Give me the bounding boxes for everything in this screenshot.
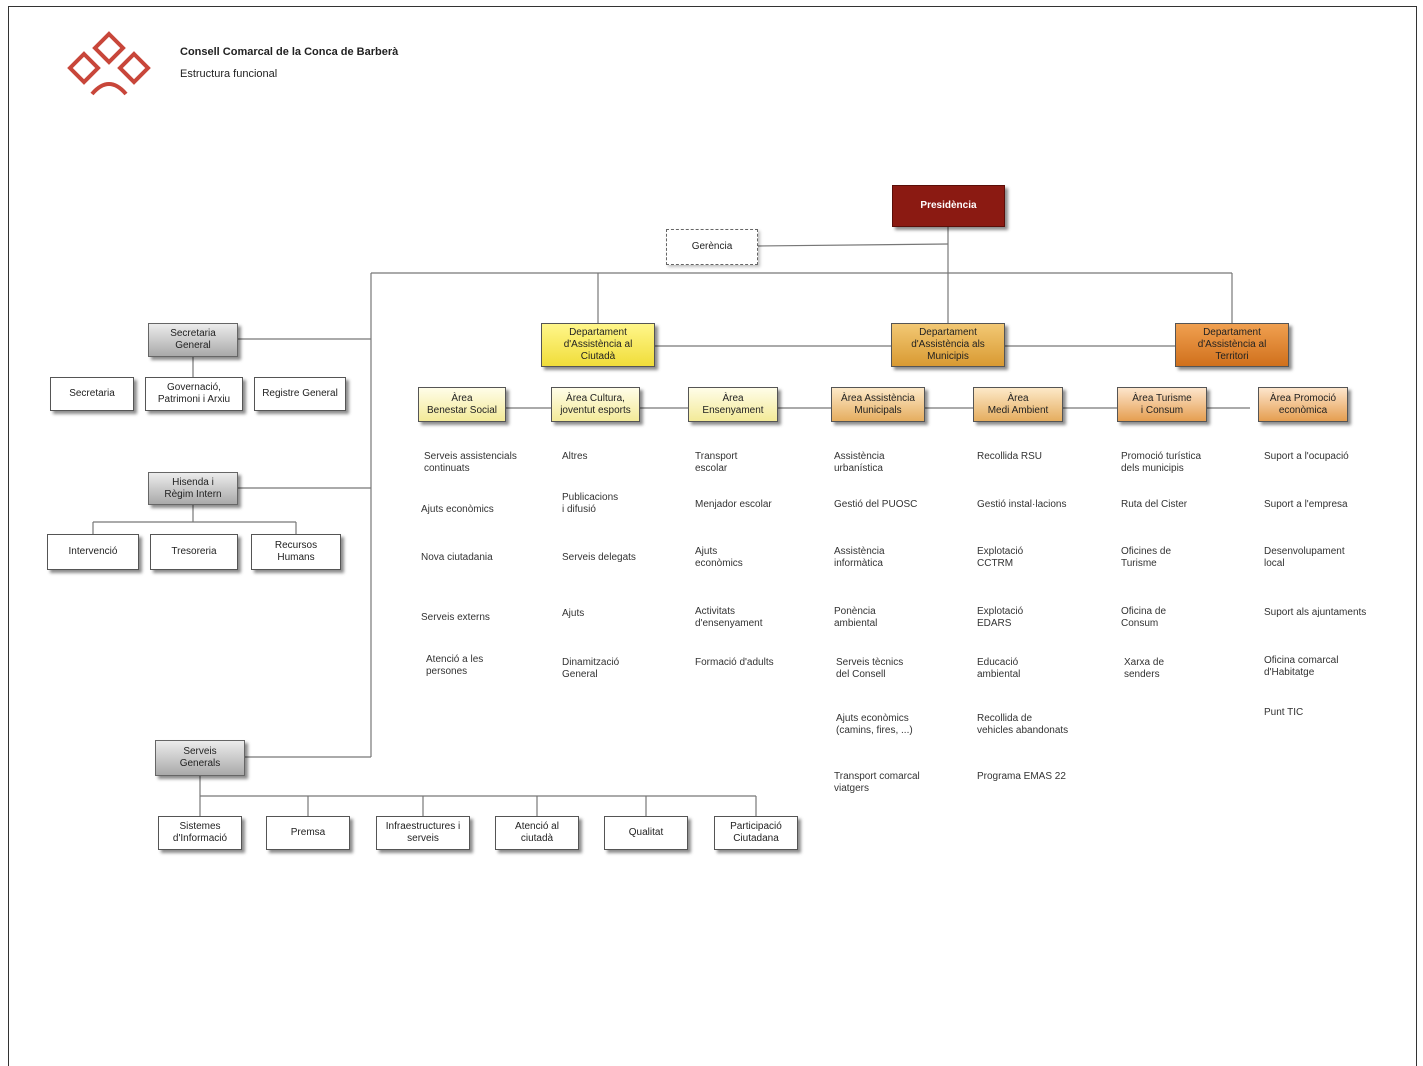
premsa-box: Premsa [266, 816, 350, 850]
secretaria-box: Secretaria [50, 377, 134, 411]
list-item: Educació ambiental [977, 657, 1021, 680]
governacio-box: Governació, Patrimoni i Arxiu [145, 377, 243, 411]
list-item: Programa EMAS 22 [977, 771, 1066, 782]
list-item: Desenvolupament local [1264, 546, 1345, 569]
gerencia-box: Gerència [666, 229, 758, 265]
list-item: Ajuts econòmics [695, 546, 743, 569]
area-medi-ambient-box: Àrea Medi Ambient [973, 387, 1063, 422]
list-item: Ajuts econòmics [421, 504, 494, 515]
area-cultura-box: Àrea Cultura, joventut esports [551, 387, 640, 422]
list-item: Atenció a les persones [426, 654, 484, 677]
intervencio-box: Intervenció [47, 534, 139, 570]
area-promocio-box: Àrea Promoció econòmica [1258, 387, 1348, 422]
list-item: Serveis delegats [562, 552, 636, 563]
dept-territori-box: Departament d'Assistència al Territori [1175, 323, 1289, 367]
list-item: Transport comarcal viatgers [834, 771, 920, 794]
list-item: Menjador escolar [695, 499, 772, 510]
page-frame [8, 6, 1417, 1066]
list-item: Punt TIC [1264, 707, 1304, 718]
list-item: Suport a l'ocupació [1264, 451, 1349, 462]
list-item: Serveis tècnics del Consell [836, 657, 904, 680]
list-item: Ajuts [562, 608, 585, 619]
list-item: Altres [562, 451, 588, 462]
area-turisme-box: Àrea Turisme i Consum [1117, 387, 1207, 422]
list-item: Suport als ajuntaments [1264, 607, 1367, 618]
list-item: Serveis externs [421, 612, 490, 623]
list-item: Activitats d'ensenyament [695, 606, 763, 629]
recursos-humans-box: Recursos Humans [251, 534, 341, 570]
list-item: Gestió instal·lacions [977, 499, 1067, 510]
registre-general-box: Registre General [254, 377, 346, 411]
presidencia-box: Presidència [892, 185, 1005, 227]
atencio-ciutada-box: Atenció al ciutadà [495, 816, 579, 850]
list-item: Xarxa de senders [1124, 657, 1165, 680]
list-item: Promoció turística dels municipis [1121, 451, 1202, 474]
list-item: Ponència ambiental [834, 606, 878, 629]
chart-subtitle: Estructura funcional [180, 68, 278, 80]
list-item: Serveis assistencials continuats [424, 451, 517, 474]
list-item: Recollida de vehicles abandonats [977, 713, 1069, 736]
list-item: Oficines de Turisme [1121, 546, 1172, 569]
tresoreria-box: Tresoreria [150, 534, 238, 570]
list-item: Dinamització General [562, 657, 620, 680]
list-item: Publicacions i difusió [562, 492, 619, 515]
list-item: Nova ciutadania [421, 552, 493, 563]
list-item: Explotació EDARS [977, 606, 1024, 629]
org-title: Consell Comarcal de la Conca de Barberà [180, 46, 399, 58]
participacio-box: Participació Ciutadana [714, 816, 798, 850]
list-item: Ruta del Cister [1121, 499, 1188, 510]
area-assistencia-box: Àrea Assistència Municipals [831, 387, 925, 422]
list-item: Suport a l'empresa [1264, 499, 1348, 510]
list-item: Ajuts econòmics (camins, fires, ...) [836, 713, 913, 736]
consell-logo [67, 31, 151, 96]
qualitat-box: Qualitat [604, 816, 688, 850]
list-item: Assistència informàtica [834, 546, 885, 569]
serveis-generals-box: Serveis Generals [155, 740, 245, 776]
list-item: Formació d'adults [695, 657, 774, 668]
infraestructures-box: Infraestructures i serveis [376, 816, 470, 850]
list-item: Oficina comarcal d'Habitatge [1264, 655, 1339, 678]
area-ensenyament-box: Àrea Ensenyament [688, 387, 778, 422]
list-item: Gestió del PUOSC [834, 499, 918, 510]
area-benestar-box: Àrea Benestar Social [418, 387, 506, 422]
list-item: Recollida RSU [977, 451, 1043, 462]
dept-ciutada-box: Departament d'Assistència al Ciutadà [541, 323, 655, 367]
list-item: Assistència urbanística [834, 451, 885, 474]
sistemes-informacio-box: Sistemes d'Informació [158, 816, 242, 850]
hisenda-box: Hisenda i Règim Intern [148, 472, 238, 505]
list-item: Explotació CCTRM [977, 546, 1024, 569]
dept-municipis-box: Departament d'Assistència als Municipis [891, 323, 1005, 367]
list-item: Oficina de Consum [1121, 606, 1167, 629]
list-item: Transport escolar [695, 451, 738, 474]
secretaria-general-box: Secretaria General [148, 323, 238, 357]
